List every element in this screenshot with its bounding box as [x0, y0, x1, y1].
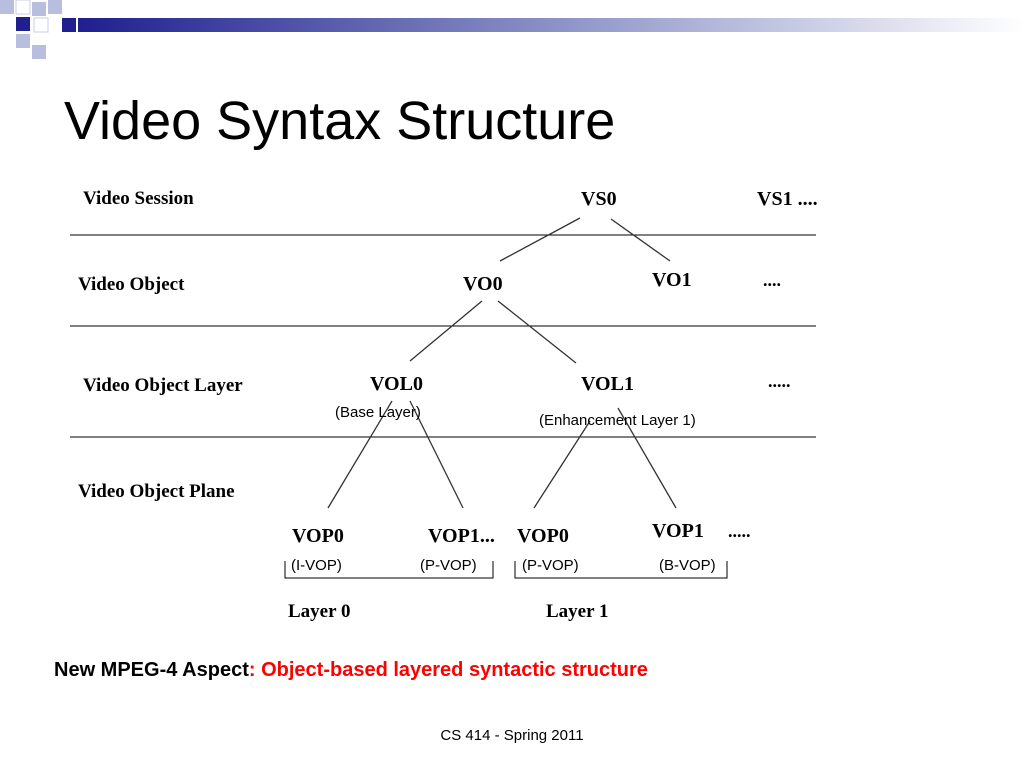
level-label-video-object-layer: Video Object Layer — [83, 375, 243, 396]
deco-square-5 — [16, 17, 30, 31]
annotation-i-vop: (I-VOP) — [291, 557, 342, 574]
deco-square-8 — [16, 34, 30, 48]
annotation-base-layer: (Base Layer) — [335, 404, 421, 421]
node-vop1-layer1: VOP1 — [652, 520, 704, 542]
deco-square-7 — [62, 18, 76, 32]
tree-edge — [533, 420, 591, 509]
tree-edge — [409, 400, 464, 509]
level-label-video-object-plane: Video Object Plane — [78, 481, 235, 502]
node-vop1-layer0: VOP1... — [428, 525, 495, 547]
annotation-b-vop: (B-VOP) — [659, 557, 716, 574]
header-decoration — [0, 0, 1024, 59]
node-vo-ellipsis: .... — [763, 270, 781, 290]
slide-title: Video Syntax Structure — [64, 91, 616, 151]
caption-highlight: : Object-based layered syntactic structu… — [248, 659, 648, 681]
tree-edge — [409, 300, 483, 362]
node-vs0: VS0 — [581, 188, 617, 210]
node-vol1: VOL1 — [581, 373, 634, 395]
annotation-p-vop-layer1: (P-VOP) — [522, 557, 579, 574]
level-label-video-session: Video Session — [83, 188, 194, 209]
node-vop0-layer0: VOP0 — [292, 525, 344, 547]
tree-edge — [327, 400, 393, 509]
tree-edge — [499, 217, 581, 262]
deco-square-3 — [32, 2, 46, 16]
node-vol0: VOL0 — [370, 373, 423, 395]
header-gradient-bar — [78, 18, 1024, 32]
level-label-video-object: Video Object — [78, 274, 185, 295]
deco-square-2 — [15, 0, 31, 15]
deco-square-9 — [32, 45, 46, 59]
node-vop0-layer1: VOP0 — [517, 525, 569, 547]
deco-square-1 — [0, 0, 14, 14]
layer-label-0: Layer 0 — [288, 601, 350, 622]
node-vo1: VO1 — [652, 269, 692, 291]
tree-edge — [610, 218, 671, 262]
annotation-p-vop-layer0: (P-VOP) — [420, 557, 477, 574]
layer-label-1: Layer 1 — [546, 601, 608, 622]
deco-square-4 — [48, 0, 62, 14]
tree-edge — [497, 300, 577, 364]
slide-footer: CS 414 - Spring 2011 — [440, 727, 584, 744]
node-vol-ellipsis: ..... — [768, 371, 791, 391]
node-vo0: VO0 — [463, 273, 503, 295]
annotation-enhancement-layer: (Enhancement Layer 1) — [539, 412, 696, 429]
deco-square-6 — [33, 17, 49, 33]
tree-edge — [617, 407, 677, 509]
caption-prefix: New MPEG-4 Aspect — [54, 659, 249, 681]
caption: New MPEG-4 Aspect: Object-based layered … — [54, 658, 648, 682]
layer0-bracket — [284, 561, 494, 579]
layer1-bracket — [514, 561, 728, 579]
node-vs1: VS1 .... — [757, 188, 818, 210]
node-vop-ellipsis: ..... — [728, 521, 751, 541]
